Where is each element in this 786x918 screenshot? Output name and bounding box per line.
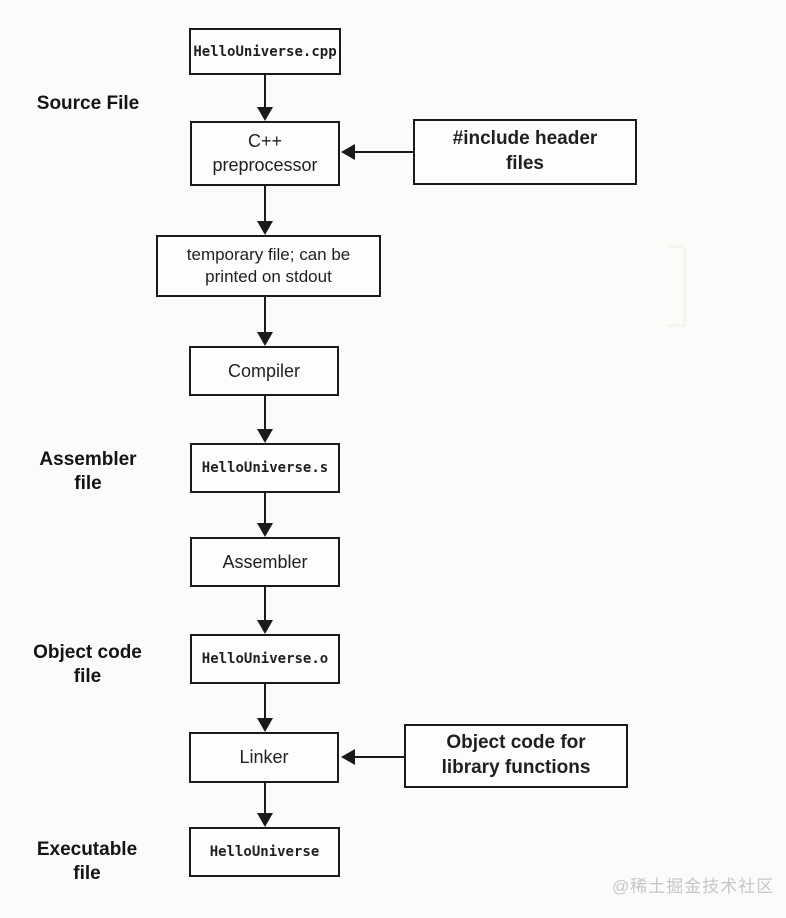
arrow-linker-to-executable: [257, 783, 273, 827]
arrow-source-to-preprocessor: [257, 75, 273, 121]
arrow-objectfile-to-linker: [257, 684, 273, 732]
side-label-source-file: Source File: [36, 93, 140, 114]
node-include-header-box: #include header files: [413, 119, 637, 185]
arrow-assemblerfile-to-assembler: [257, 493, 273, 537]
faint-bracket-artifact: [668, 245, 686, 327]
node-assembler-file-box: HelloUniverse.s: [190, 443, 340, 493]
arrow-compiler-to-assemblerfile: [257, 396, 273, 443]
node-temp-file-box: temporary file; can be printed on stdout: [156, 235, 381, 297]
node-preprocessor-box: C++ preprocessor: [190, 121, 340, 186]
node-executable-box: HelloUniverse: [189, 827, 340, 877]
node-library-object-box: Object code for library functions: [404, 724, 628, 788]
node-compiler-box: Compiler: [189, 346, 339, 396]
arrow-include-to-preprocessor: [341, 144, 413, 160]
node-object-file-box: HelloUniverse.o: [190, 634, 340, 684]
node-source-file-box: HelloUniverse.cpp: [189, 28, 341, 75]
watermark-text: @稀土掘金技术社区: [612, 877, 775, 896]
arrow-preprocessor-to-tempfile: [257, 186, 273, 235]
side-label-executable-file: Executable file: [36, 839, 138, 884]
side-label-object-code-file: Object code file: [33, 642, 142, 687]
arrow-assembler-to-objectfile: [257, 587, 273, 634]
arrow-libobject-to-linker: [341, 749, 404, 765]
side-label-assembler-file: Assembler file: [39, 449, 137, 494]
node-assembler-box: Assembler: [190, 537, 340, 587]
node-linker-box: Linker: [189, 732, 339, 783]
arrow-tempfile-to-compiler: [257, 297, 273, 346]
